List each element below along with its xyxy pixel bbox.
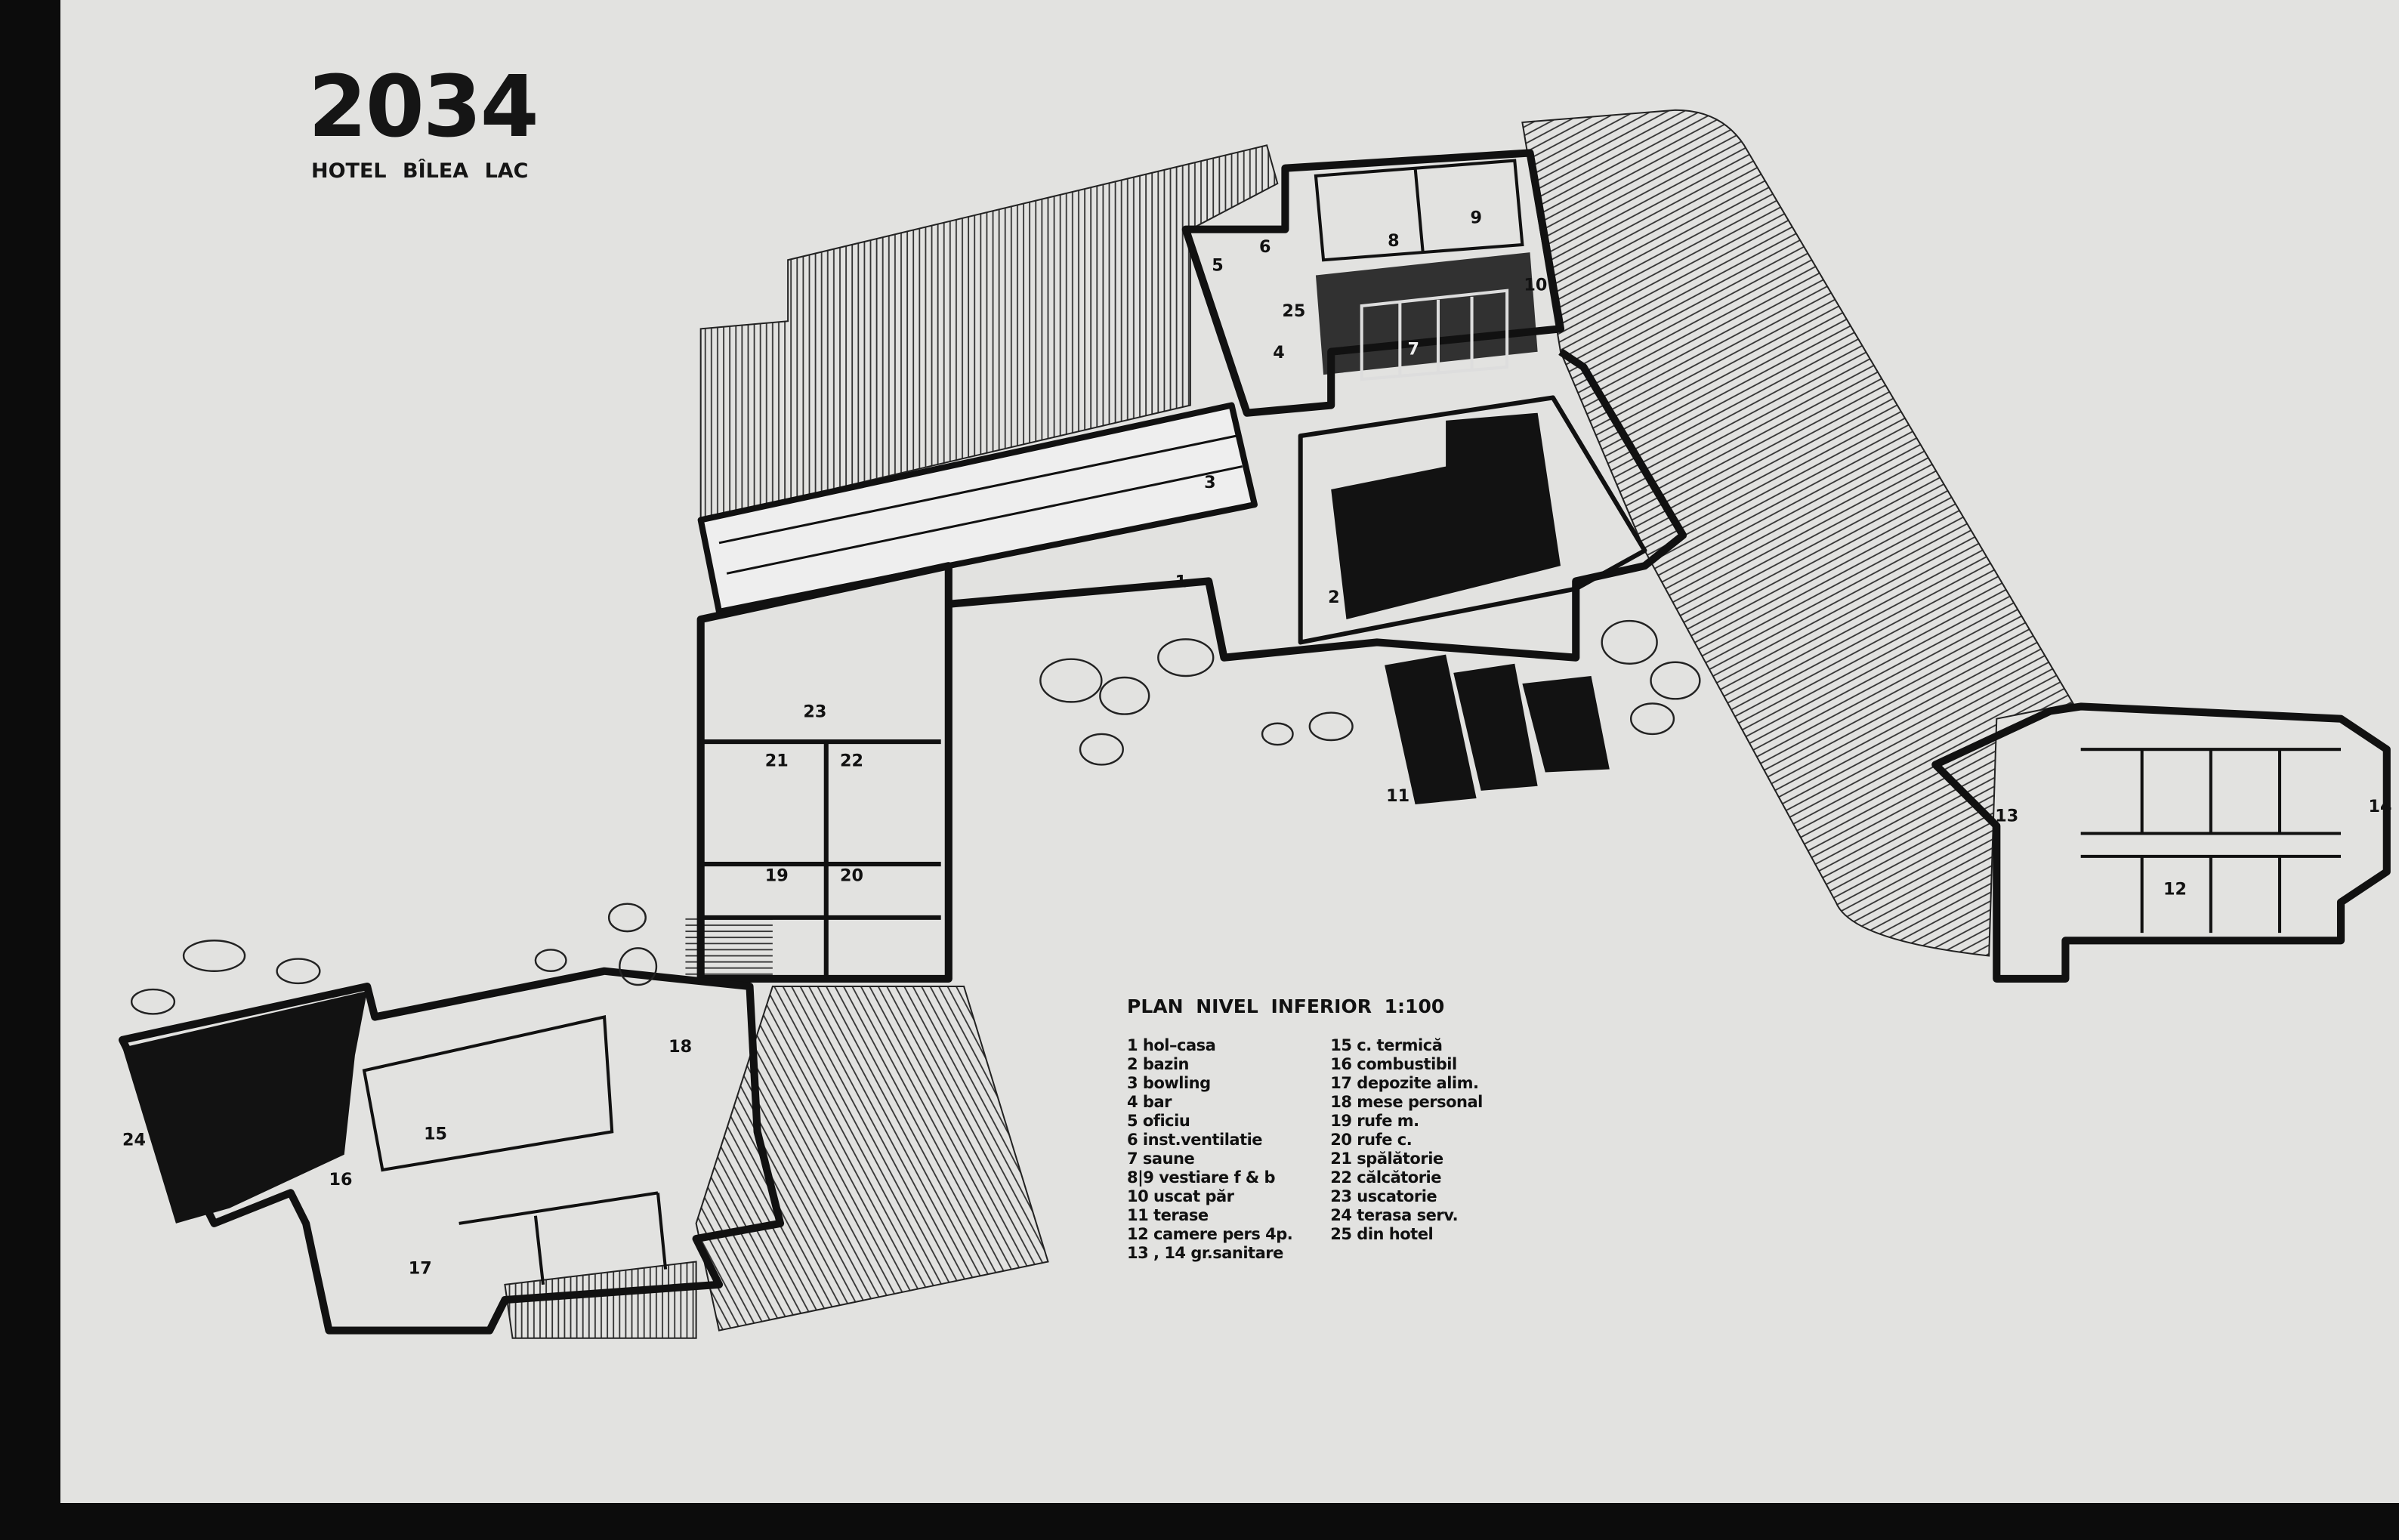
legend-item: 8|9 vestiare f & b — [1127, 1168, 1276, 1187]
legend-item: 21 spălătorie — [1330, 1150, 1443, 1168]
legend-item: 15 c. termică — [1330, 1036, 1443, 1054]
room-label: 19 — [765, 866, 789, 885]
plan-title: PLAN NIVEL INFERIOR 1:100 — [1127, 995, 1445, 1017]
room-label: 3 — [1204, 473, 1216, 492]
legend: PLAN NIVEL INFERIOR 1:100 1 hol–casa 2 b… — [1127, 995, 1483, 1263]
room-label: 21 — [765, 751, 789, 770]
landscape-rocks — [130, 619, 1701, 1015]
pool-basin — [1331, 412, 1561, 620]
legend-item: 6 inst.ventilatie — [1127, 1131, 1263, 1149]
legend-item: 13 , 14 gr.sanitare — [1127, 1244, 1283, 1262]
room-label: 13 — [1995, 806, 2018, 826]
paper-background — [60, 0, 2399, 1503]
legend-item: 11 terase — [1127, 1206, 1209, 1224]
room-label: 22 — [840, 751, 863, 770]
room-label: 12 — [2163, 880, 2187, 900]
legend-item: 23 uscatorie — [1330, 1187, 1437, 1205]
room-label: 18 — [668, 1037, 692, 1057]
legend-item: 17 depozite alim. — [1330, 1074, 1479, 1092]
room-label: 16 — [329, 1170, 352, 1190]
hatched-terraces — [504, 109, 2075, 1339]
room-label: 4 — [1273, 343, 1285, 363]
legend-item: 1 hol–casa — [1127, 1036, 1216, 1054]
legend-left-column: 1 hol–casa 2 bazin 3 bowling 4 bar 5 ofi… — [1127, 1036, 1293, 1263]
room-label: 25 — [1282, 301, 1305, 321]
legend-item: 10 uscat păr — [1127, 1187, 1234, 1205]
dark-fills — [122, 252, 1610, 1224]
legend-right-column: 15 c. termică 16 combustibil 17 depozite… — [1330, 1036, 1483, 1263]
legend-item: 19 rufe m. — [1330, 1112, 1419, 1130]
room-label: 5 — [1212, 255, 1224, 275]
room-label: 8 — [1388, 231, 1400, 251]
room-label: 10 — [1524, 276, 1547, 295]
room-label: 24 — [122, 1131, 146, 1150]
room-label: 15 — [424, 1124, 447, 1143]
room-label: 23 — [803, 702, 826, 722]
legend-item: 24 terasa serv. — [1330, 1206, 1459, 1224]
legend-item: 4 bar — [1127, 1093, 1172, 1111]
room-label: 20 — [840, 866, 863, 885]
legend-item: 2 bazin — [1127, 1055, 1190, 1073]
room-label: 1 — [1175, 572, 1187, 592]
building-walls — [118, 149, 2391, 1335]
project-number: 2034 — [308, 58, 539, 156]
legend-item: 3 bowling — [1127, 1074, 1211, 1092]
legend-item: 5 oficiu — [1127, 1112, 1190, 1130]
interior-partitions — [362, 159, 2342, 1285]
room-label: 14 — [2368, 797, 2391, 816]
service-terrace — [122, 991, 368, 1224]
room-label: 6 — [1259, 237, 1271, 257]
legend-item: 25 din hotel — [1330, 1225, 1434, 1243]
room-label: 9 — [1471, 208, 1483, 228]
legend-item: 16 combustibil — [1330, 1055, 1457, 1073]
project-name: HOTEL BÎLEA LAC — [311, 159, 529, 183]
legend-item: 22 călcătorie — [1330, 1168, 1441, 1187]
room-label: 7 — [1407, 340, 1419, 360]
room-label: 2 — [1328, 588, 1340, 607]
room-label: 17 — [409, 1259, 432, 1279]
legend-item: 7 saune — [1127, 1150, 1195, 1168]
room-label: 11 — [1386, 786, 1409, 806]
room-numbers: 1 2 3 4 5 6 7 8 9 10 11 12 13 14 15 16 1… — [122, 208, 2391, 1279]
legend-item: 20 rufe c. — [1330, 1131, 1413, 1149]
legend-item: 12 camere pers 4p. — [1127, 1225, 1293, 1243]
legend-item: 18 mese personal — [1330, 1093, 1483, 1111]
